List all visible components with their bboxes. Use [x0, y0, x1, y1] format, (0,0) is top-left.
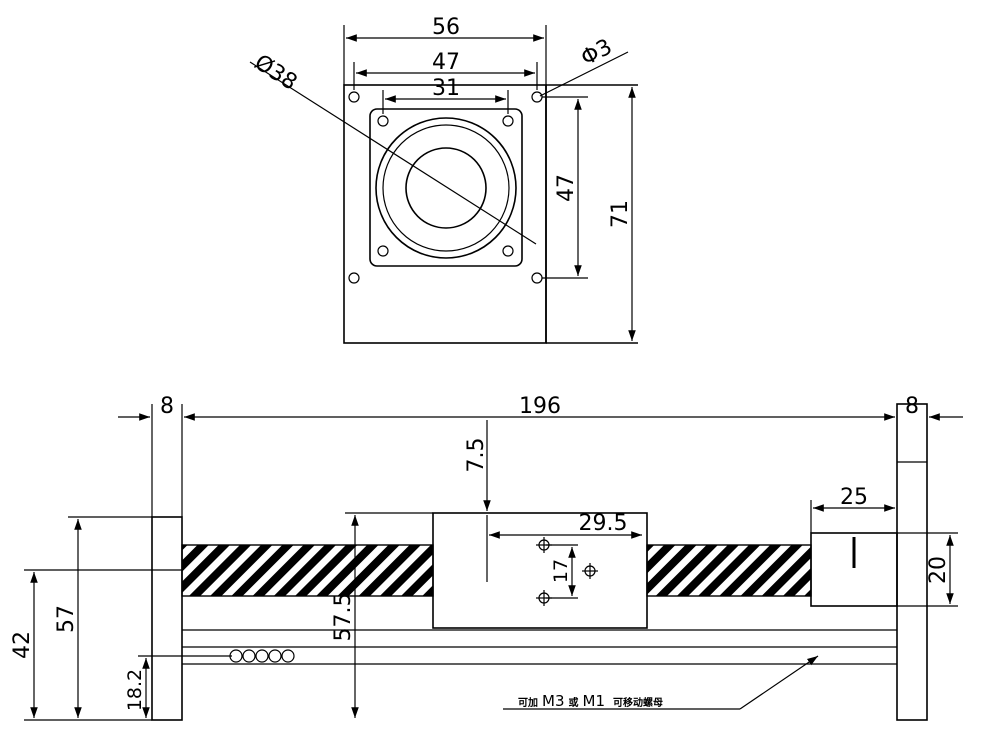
- mount-hole: [531, 272, 543, 284]
- dim-right-plate: 8: [905, 394, 919, 419]
- dim-hole-spacing-x: 29.5: [579, 511, 628, 536]
- dim-width-outer: 56: [432, 15, 460, 40]
- motor-boss-inner: [405, 147, 487, 229]
- dim-left-plate: 8: [160, 394, 174, 419]
- motor-flange: [369, 108, 523, 267]
- dim-height-rail: 42: [10, 631, 35, 659]
- mount-hole: [348, 272, 360, 284]
- ball: [255, 649, 269, 663]
- dim-motor-height: 20: [926, 556, 951, 584]
- dim-carriage-offset: 7.5: [464, 438, 489, 473]
- flange-hole: [377, 115, 389, 127]
- dim-motor-length: 25: [840, 485, 868, 510]
- dim-height-total: 57: [54, 605, 79, 633]
- note-text: 可加 M3 或 M1 可移动螺母: [518, 692, 663, 710]
- left-end-plate: [151, 516, 183, 721]
- end-plate-outline: [343, 84, 547, 344]
- side-view: 8 196 8 7.5 29.5 17 25 20 57: [10, 394, 963, 721]
- flange-hole: [502, 115, 514, 127]
- dim-length: 196: [519, 394, 561, 419]
- flange-hole: [502, 245, 514, 257]
- ball: [242, 649, 256, 663]
- mount-hole: [348, 91, 360, 103]
- lead-screw-right: [646, 544, 812, 597]
- dim-diameter-large: Ø38: [250, 50, 302, 96]
- note-leader: [739, 655, 819, 710]
- leader-diameter-hole: [539, 51, 629, 97]
- motor-body: [810, 532, 898, 607]
- dim-hole-spacing-inner: 31: [432, 76, 460, 101]
- right-end-plate: [896, 403, 928, 721]
- dim-height-carriage: 57.5: [331, 593, 356, 642]
- flange-hole: [377, 245, 389, 257]
- dim-hole-spacing-y: 17: [550, 559, 572, 583]
- motor-boss-ring: [382, 124, 510, 252]
- dim-height-inner: 47: [554, 174, 579, 202]
- leader-diameter-large: [249, 61, 537, 245]
- carriage-block: [432, 512, 648, 629]
- mount-hole: [531, 91, 543, 103]
- dim-height-outer: 71: [608, 200, 633, 228]
- top-view: 56 47 31 Ø38 Φ3 47 71: [249, 15, 638, 344]
- dim-diameter-hole: Φ3: [577, 35, 616, 72]
- ball: [268, 649, 282, 663]
- ball: [281, 649, 295, 663]
- dim-hole-spacing-outer: 47: [432, 50, 460, 75]
- dim-height-base: 18.2: [124, 669, 146, 711]
- motor-boss-outer: [375, 117, 517, 259]
- lead-screw-left: [181, 544, 434, 597]
